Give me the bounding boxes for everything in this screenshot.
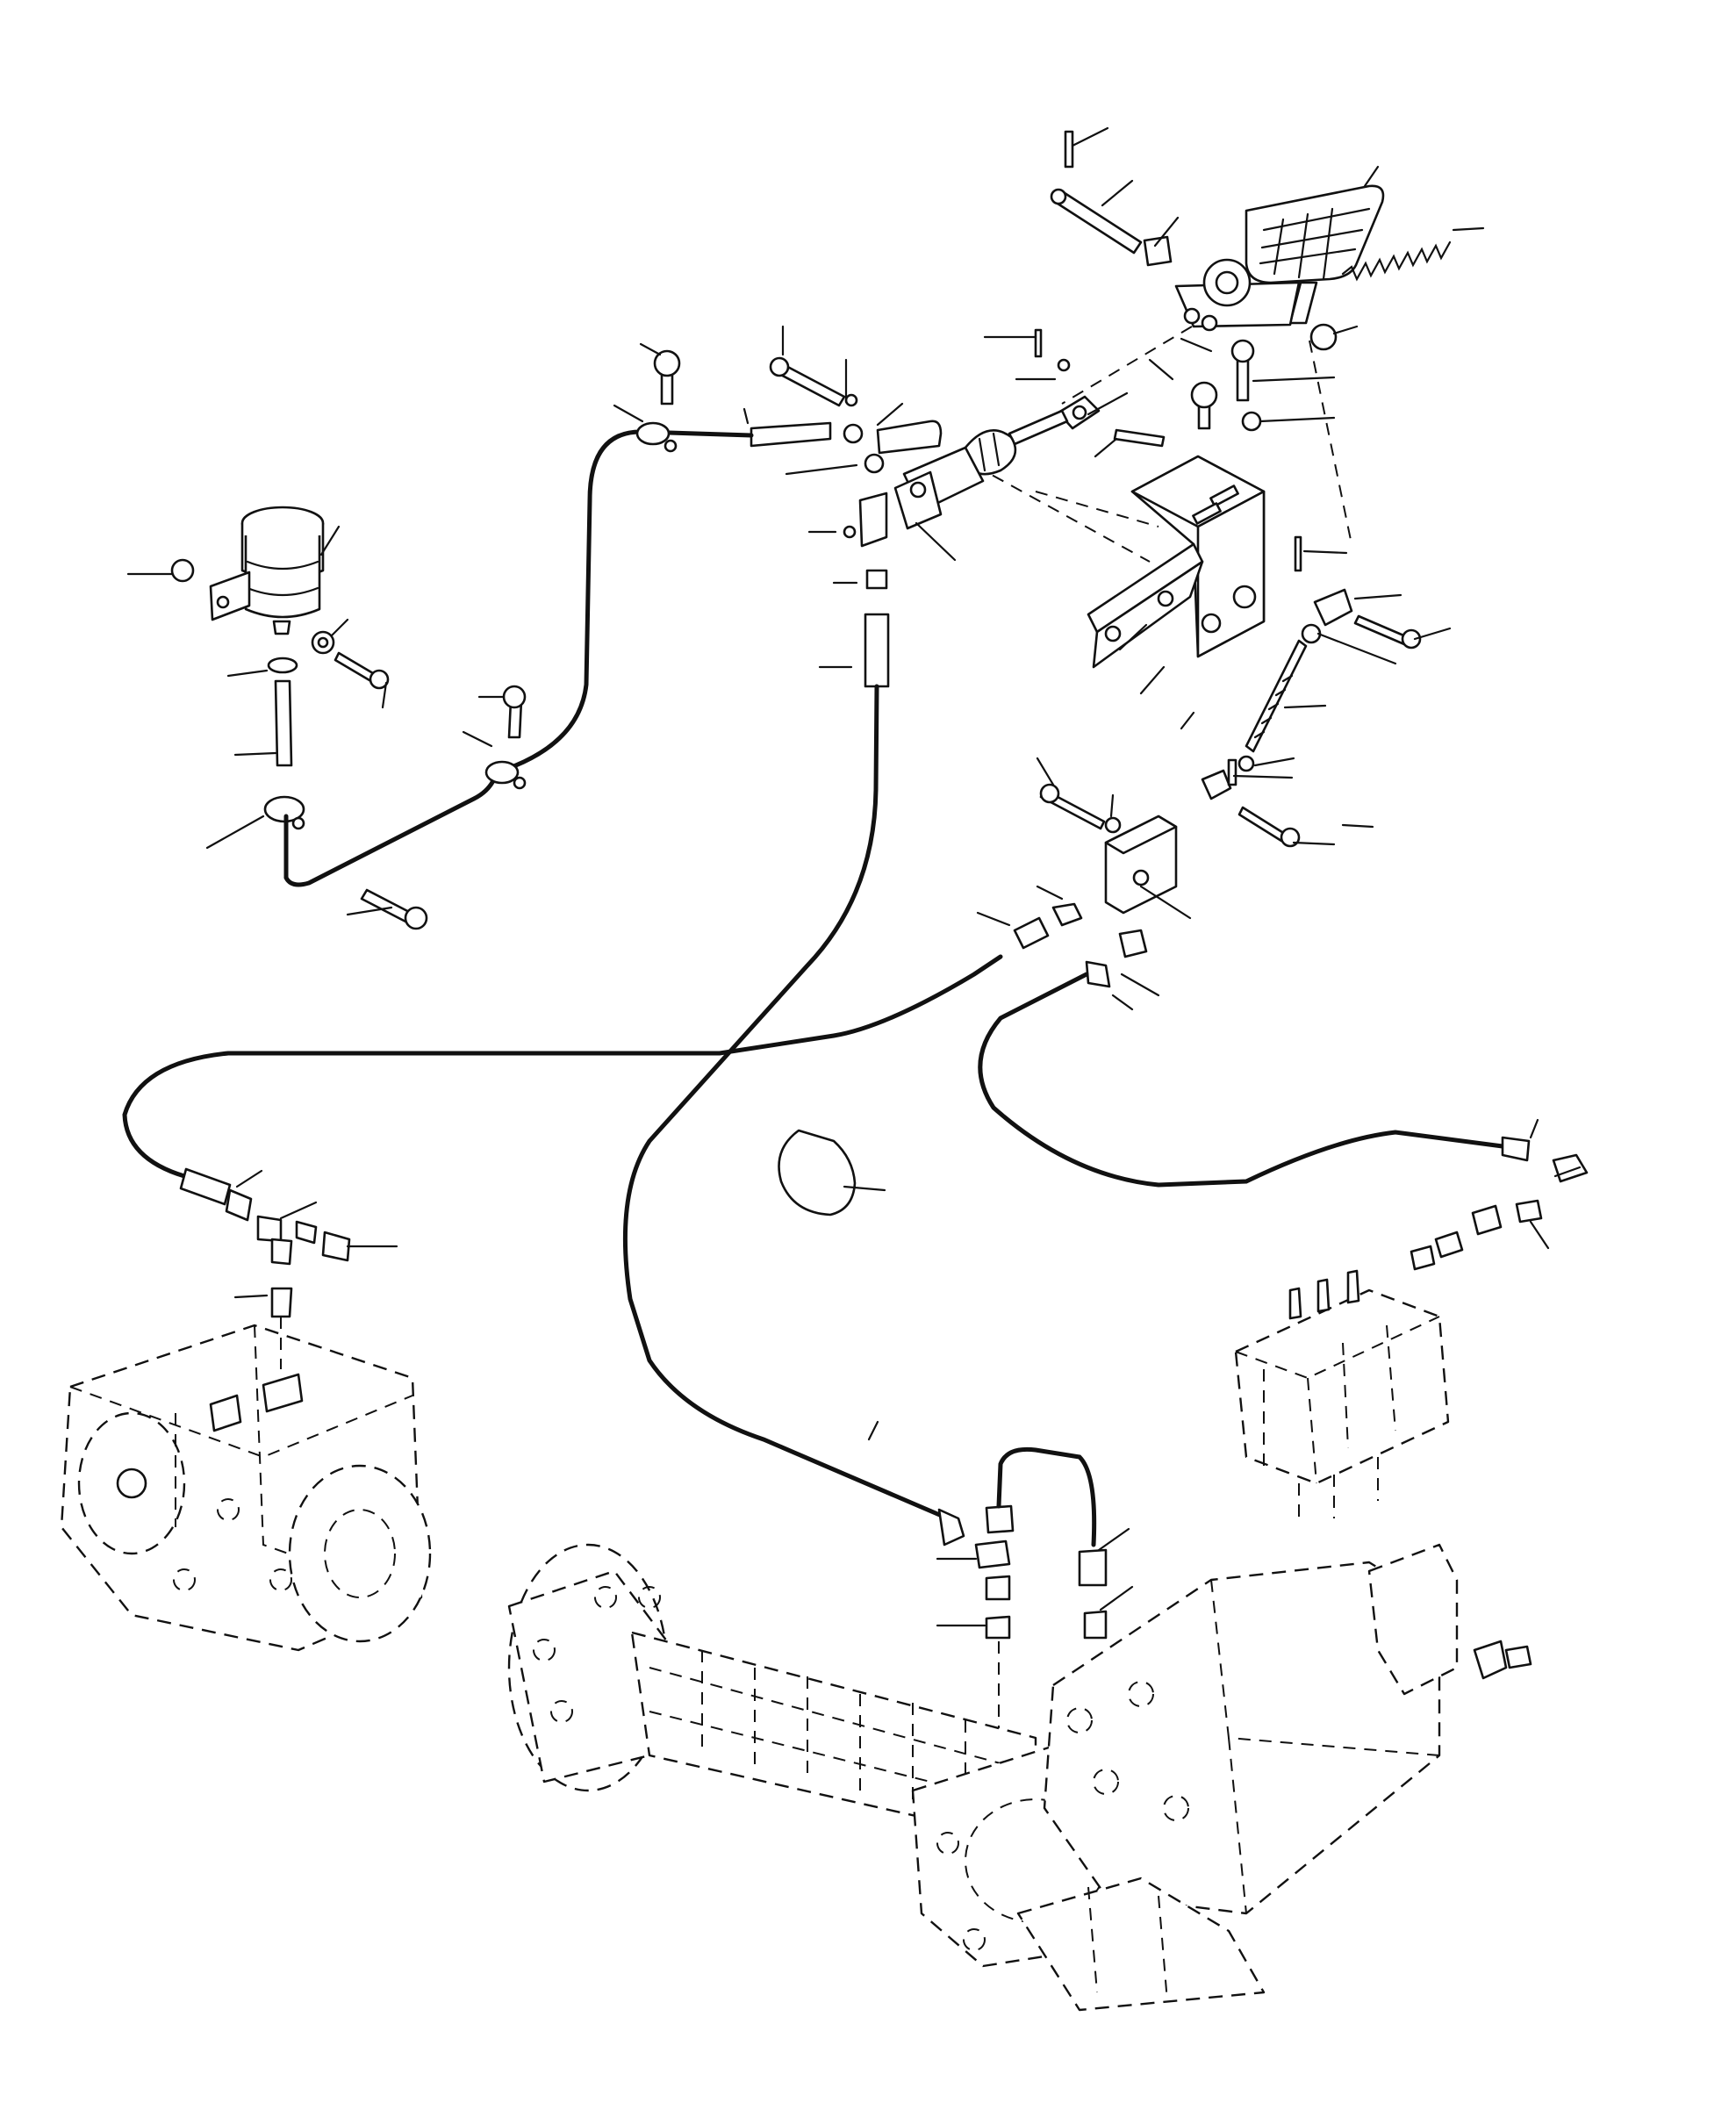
circlip — [778, 1129, 886, 1216]
pedal-leaders — [1061, 126, 1485, 545]
axle-housing — [507, 1543, 1532, 2012]
valve-block — [1036, 535, 1452, 920]
hydraulic-pump — [60, 1317, 432, 1652]
control-valve — [1234, 1269, 1450, 1518]
pedal-bracket — [973, 337, 1336, 695]
master-cylinder — [742, 325, 1174, 562]
reservoir — [126, 506, 428, 930]
brake-pedal — [1050, 130, 1452, 351]
reservoir-hose — [283, 342, 754, 887]
brake-lines — [122, 569, 1589, 1755]
